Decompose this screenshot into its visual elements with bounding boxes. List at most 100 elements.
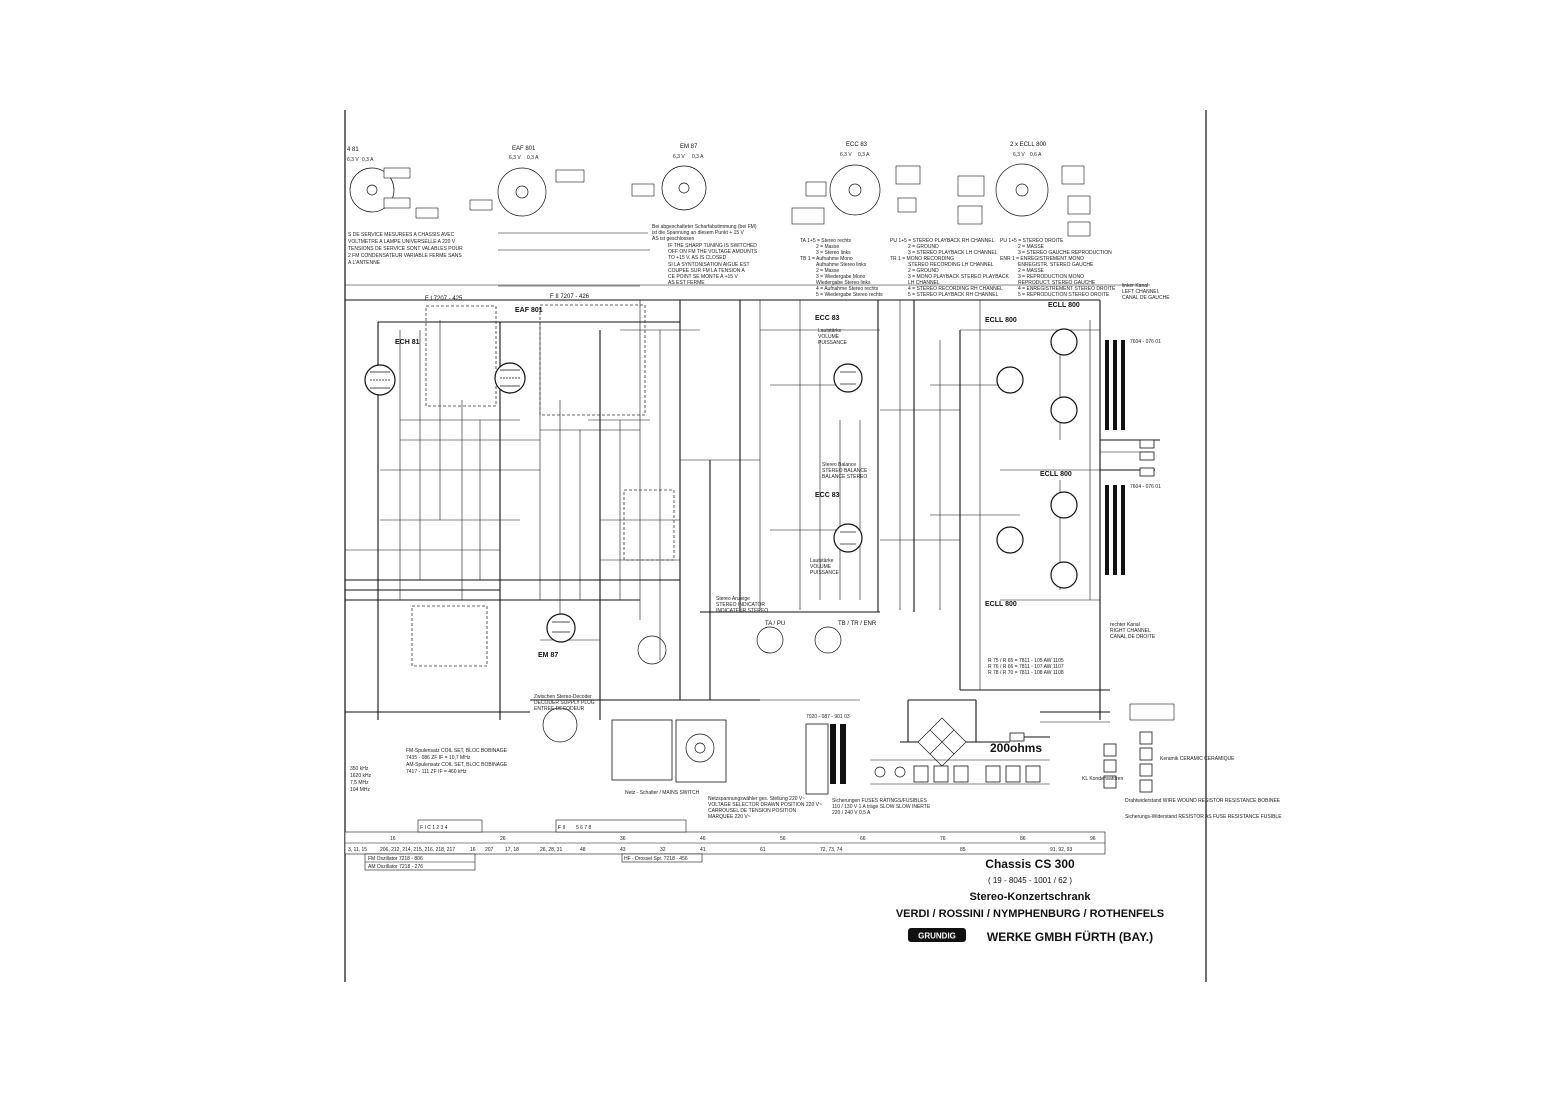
svg-text:220 / 240 V 0,5 A: 220 / 240 V 0,5 A	[832, 810, 871, 816]
am-coil-box	[411, 605, 488, 667]
svg-text:6,3 V: 6,3 V	[1013, 152, 1025, 158]
svg-text:EAF 801: EAF 801	[515, 307, 543, 314]
svg-text:PUISSANCE: PUISSANCE	[818, 340, 848, 346]
if-filter-box-fi	[425, 305, 497, 407]
svg-text:3, 11, 15: 3, 11, 15	[348, 847, 367, 853]
svg-text:TR 1 = MONO RECORDING: TR 1 = MONO RECORDING	[890, 256, 954, 262]
svg-text:350 kHz: 350 kHz	[350, 766, 369, 772]
tb-tr-label: TB / TR / ENR	[838, 621, 877, 627]
tube-ech81: ECH 81	[364, 339, 420, 396]
component-index-table: F I C 1 2 3 4 F II 5 6 7 8 16 26 36 46 5…	[344, 819, 1106, 871]
svg-text:26, 28, 31: 26, 28, 31	[540, 847, 562, 853]
tube-em87: EM 87	[538, 613, 576, 659]
svg-text:207: 207	[485, 847, 494, 853]
svg-text:INDICATEUR STEREO: INDICATEUR STEREO	[716, 608, 768, 614]
svg-text:ECLL 800: ECLL 800	[1048, 302, 1080, 309]
svg-text:Stereo Balance: Stereo Balance	[822, 462, 856, 468]
svg-text:Wiedergabe Stereo links: Wiedergabe Stereo links	[816, 280, 871, 286]
speaker-jacks	[1139, 439, 1155, 477]
svg-text:ENREGISTR. STEREO GAUCHE: ENREGISTR. STEREO GAUCHE	[1018, 262, 1094, 268]
legend-column: Drahtwiderstand WIRE WOUND RESISTOR RESI…	[1082, 703, 1282, 820]
svg-text:Netzspannungswähler ges. Stel: Netzspannungswähler ges. Stellung 220 V~	[708, 796, 805, 802]
svg-text:ECH 81: ECH 81	[395, 339, 420, 346]
svg-text:SI LA SYNTONISATION AIGUE EST: SI LA SYNTONISATION AIGUE EST	[668, 262, 750, 268]
svg-text:16: 16	[390, 836, 396, 842]
svg-text:3 = STEREO PLAYBACK LH CHANNEL: 3 = STEREO PLAYBACK LH CHANNEL	[908, 250, 998, 256]
svg-text:F I C 1 2 3 4: F I C 1 2 3 4	[420, 825, 448, 831]
svg-text:AM Oszillator 7218 - 276: AM Oszillator 7218 - 276	[368, 864, 423, 870]
switch-block	[611, 719, 727, 783]
voltage-selector-label: Netzspannungswähler ges. Stellung 220 V~…	[708, 796, 822, 820]
stereo-indicator-label: Stereo Anzeige STEREO INDICATOR INDICATE…	[716, 596, 768, 614]
tube-ecll800-1: ECLL 800 ECLL 800	[985, 302, 1080, 424]
svg-text:R 78 / R 70 = 7811 - 108 AW 1: R 78 / R 70 = 7811 - 108 AW 1108	[988, 670, 1064, 676]
svg-text:Sicherungen FUSES RATINGS/FUS: Sicherungen FUSES RATINGS/FUSIBLES	[832, 798, 928, 804]
chassis-title: Chassis CS 300	[985, 857, 1075, 871]
svg-text:linker Kanal: linker Kanal	[1122, 283, 1148, 289]
svg-text:REPRODUCT. STEREO GAUCHE: REPRODUCT. STEREO GAUCHE	[1018, 280, 1096, 286]
svg-text:4 81: 4 81	[347, 147, 359, 153]
svg-text:VOLTMETRE A LAMPE UNIVERSELLE: VOLTMETRE A LAMPE UNIVERSELLE A 220 V	[348, 239, 456, 245]
svg-text:CARROUSEL DE TENSION POSITION: CARROUSEL DE TENSION POSITION	[708, 808, 796, 814]
fuses-label: Sicherungen FUSES RATINGS/FUSIBLES 110 /…	[832, 798, 931, 816]
svg-text:0,6 A: 0,6 A	[1030, 152, 1042, 158]
svg-text:HF - Drossel Spr. 7218 - 456: HF - Drossel Spr. 7218 - 456	[624, 856, 688, 862]
svg-text:48: 48	[580, 847, 586, 853]
svg-text:OFF ON FM THE VOLTAGE AMOUNTS: OFF ON FM THE VOLTAGE AMOUNTS	[668, 249, 758, 255]
mains-switch-label: Netz - Schalter / MAINS SWITCH	[625, 790, 700, 796]
output-transformer-left: 7604 - 076 01	[1105, 339, 1161, 430]
svg-text:ECC 83: ECC 83	[815, 315, 840, 322]
svg-text:LEFT CHANNEL: LEFT CHANNEL	[1122, 289, 1160, 295]
svg-text:6,3 V: 6,3 V	[347, 157, 359, 163]
svg-text:96: 96	[1090, 836, 1096, 842]
svg-text:3 = MONO PLAYBACK STEREO PLAYB: 3 = MONO PLAYBACK STEREO PLAYBACK	[908, 274, 1009, 280]
grundig-logo	[908, 928, 966, 942]
svg-text:6,3 V: 6,3 V	[840, 152, 852, 158]
svg-text:VOLUME: VOLUME	[818, 334, 840, 340]
tuning-notes: Bei abgeschalteter Scharfabstimmung (bei…	[652, 224, 758, 286]
output-transformer-right: 7604 - 076 01	[1105, 484, 1161, 575]
svg-text:AS EST FERME: AS EST FERME	[668, 280, 705, 286]
fi-label: F I 7207 - 425	[425, 296, 463, 302]
svg-text:7604 - 076 01: 7604 - 076 01	[1130, 339, 1161, 345]
mains-transformer: 7020 - 087 - 901 03	[805, 714, 850, 795]
svg-text:76: 76	[940, 836, 946, 842]
svg-text:7020 - 087 - 901 03: 7020 - 087 - 901 03	[806, 714, 850, 720]
tube-pinout-ecll800: 2 x ECLL 800 6,3 V 0,6 A	[957, 142, 1091, 237]
svg-text:85: 85	[960, 847, 966, 853]
resistor-part-list: R 75 / R 65 = 7811 - 105 AW 1105 R 76 / …	[988, 658, 1064, 676]
svg-text:TB 1 = Aufnahme Mono: TB 1 = Aufnahme Mono	[800, 256, 853, 262]
svg-text:S DE SERVICE MESUREES A CHASSI: S DE SERVICE MESUREES A CHASSIS AVEC	[348, 232, 455, 238]
svg-text:ECLL 800: ECLL 800	[985, 601, 1017, 608]
svg-text:5 6 7 8: 5 6 7 8	[576, 825, 592, 831]
svg-text:110 / 130 V 1 A träge SLOW: 110 / 130 V 1 A träge SLOW SLOW INERTE	[832, 804, 931, 810]
svg-text:2 = MASSE: 2 = MASSE	[1018, 268, 1045, 274]
svg-text:LH CHANNEL: LH CHANNEL	[908, 280, 940, 286]
balance-label: Stereo Balance STEREO BALANCE BALANCE ST…	[822, 462, 868, 480]
svg-text:EM 87: EM 87	[538, 652, 558, 659]
svg-text:PUISSANCE: PUISSANCE	[810, 570, 840, 576]
svg-text:0,3 A: 0,3 A	[527, 155, 539, 161]
svg-text:Lautstärke: Lautstärke	[810, 558, 834, 564]
svg-text:Lautstärke: Lautstärke	[818, 328, 842, 334]
fii-label: F II 7207 - 426	[550, 294, 590, 300]
svg-text:ECLL 800: ECLL 800	[1040, 471, 1072, 478]
svg-text:43: 43	[620, 847, 626, 853]
svg-text:32: 32	[660, 847, 666, 853]
svg-text:RIGHT CHANNEL: RIGHT CHANNEL	[1110, 628, 1151, 634]
svg-text:36: 36	[620, 836, 626, 842]
svg-text:ECC 83: ECC 83	[815, 492, 840, 499]
bridge-rectifier	[900, 699, 1010, 767]
svg-text:PU 1+5 = STEREO DROITE: PU 1+5 = STEREO DROITE	[1000, 238, 1064, 244]
svg-text:2 FM CONDENSATEUR VARIABLE FER: 2 FM CONDENSATEUR VARIABLE FERME SANS	[348, 253, 462, 259]
svg-text:EM 87: EM 87	[680, 144, 698, 150]
svg-text:86: 86	[1020, 836, 1026, 842]
svg-text:5 = STEREO PLAYBACK RH CHANNEL: 5 = STEREO PLAYBACK RH CHANNEL	[908, 292, 999, 298]
tube-pinout-ecc83: ECC 83 6,3 V 0,3 A	[791, 142, 921, 225]
tube-ecc83-1: ECC 83	[815, 315, 863, 393]
subtitle: Stereo-Konzertschrank	[969, 891, 1091, 903]
model-names: VERDI / ROSSINI / NYMPHENBURG / ROTHENFE…	[896, 908, 1164, 920]
svg-text:5 = REPRODUCTION STEREO DROITE: 5 = REPRODUCTION STEREO DROITE	[1018, 292, 1110, 298]
svg-text:16: 16	[470, 847, 476, 853]
